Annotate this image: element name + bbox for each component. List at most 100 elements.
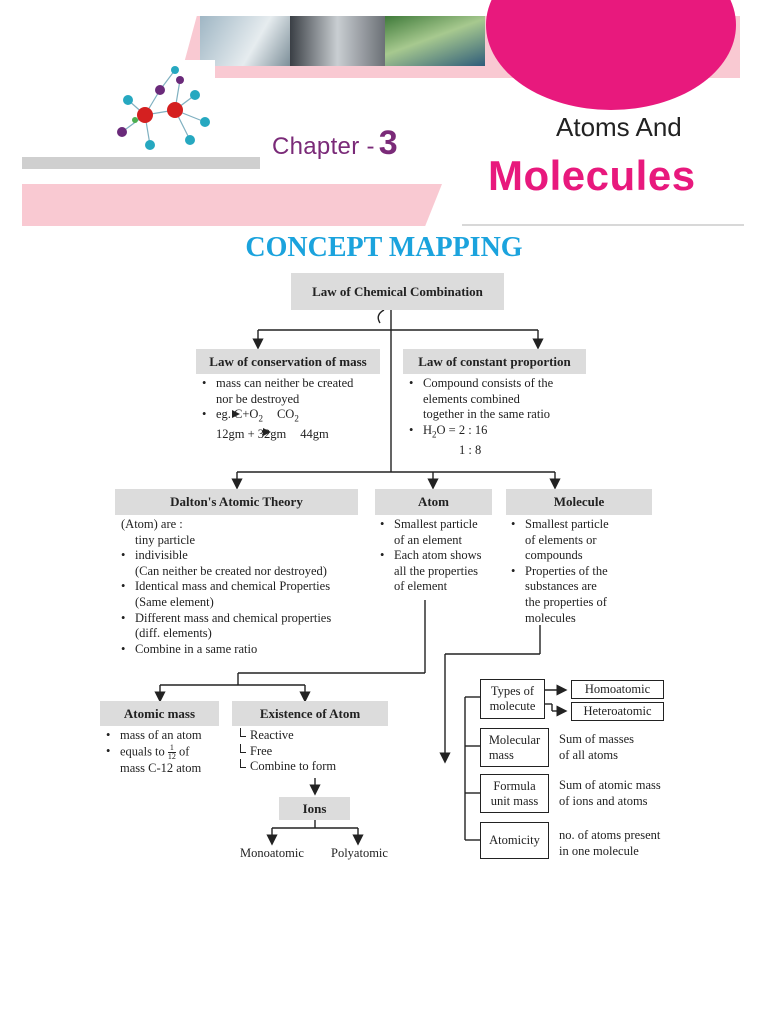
concept-mapping-title: CONCEPT MAPPING [245, 232, 523, 263]
molar-desc2: of all atoms [559, 747, 619, 762]
ions-title: Ions [302, 800, 327, 816]
existence-title: Existence of Atom [259, 705, 361, 721]
conservation-title: Law of conservation of mass [209, 353, 367, 369]
dalton-details: (Atom) are : tiny particle indivisible (… [121, 517, 371, 657]
ratio-h: H [423, 422, 433, 437]
constant-b1-line3: together in the same ratio [423, 407, 551, 422]
constant-title: Law of constant proportion [418, 353, 571, 369]
chapter-label-text: Chapter - [272, 133, 375, 160]
header-grey-bar [22, 157, 260, 169]
existence-item-2: Free [240, 743, 370, 760]
homoatomic-label: Homoatomic [584, 682, 651, 696]
atom-title: Atom [417, 494, 450, 509]
dalton-theory-box: Dalton's Atomic Theory [115, 489, 358, 515]
dalton-item-3: Different mass and chemical properties [121, 611, 371, 627]
plant-photo [385, 16, 485, 66]
constant-b1-line1: Compound consists of the [423, 376, 554, 390]
atomic-mass-point-2: equals to 112 of mass C-12 atom [106, 742, 231, 777]
fraction-denominator: 12 [167, 751, 176, 761]
conservation-b1-line2: nor be destroyed [216, 391, 300, 406]
molar-line1: Molecular [488, 732, 541, 747]
header-title-underline [462, 184, 744, 226]
molecule-box: Molecule [506, 489, 652, 515]
conservation-b1-line1: mass can neither be created [216, 376, 354, 390]
header-pink-band [22, 184, 442, 226]
atomic-mass-b2-line2: mass C-12 atom [120, 760, 202, 775]
dalton-item-1: indivisible [121, 548, 371, 564]
formula-desc1: Sum of atomic mass [559, 778, 661, 792]
fraction-numerator: 1 [167, 742, 176, 753]
ratio-h-subscript: 2 [432, 429, 437, 440]
molar-line2: mass [488, 747, 514, 762]
eg-product-subscript: 2 [294, 413, 299, 424]
atomicity-desc1: no. of atoms present [559, 828, 661, 842]
law-of-constant-proportion-box: Law of constant proportion [403, 349, 586, 374]
molecule-b2-line3: the properties of [525, 594, 607, 609]
atomic-mass-b2-prefix: equals to [120, 743, 165, 758]
atomic-mass-box: Atomic mass [100, 701, 219, 726]
eg-o-subscript: 2 [258, 413, 263, 424]
heteroatomic-box: Heteroatomic [571, 702, 664, 721]
molecule-b2-line1: Properties of the [525, 563, 608, 578]
molecule-illustration [100, 60, 215, 160]
molar-desc1: Sum of masses [559, 732, 634, 746]
atomicity-desc2: in one molecule [559, 843, 639, 858]
molecule-b1-line3: compounds [525, 548, 583, 563]
law-of-chemical-combination-box: Law of Chemical Combination [291, 273, 504, 310]
lab-photo [200, 16, 290, 66]
ions-polyatomic: Polyatomic [331, 846, 388, 860]
atom-b2-line3: of element [394, 579, 448, 594]
heteroatomic-label: Heteroatomic [583, 704, 652, 718]
atom-box: Atom [375, 489, 492, 515]
formula-line1: Formula [493, 778, 536, 793]
existence-item-1: Reactive [240, 728, 370, 744]
title-line-2: Molecules [488, 152, 696, 199]
atom-b2-line2: all the properties [394, 563, 478, 578]
dalton-item-1-note: (Can neither be created nor destroyed) [135, 563, 327, 578]
microscope-photo [290, 16, 385, 66]
constant-b1-line2: elements combined [423, 391, 520, 406]
existence-of-atom-box: Existence of Atom [232, 701, 388, 726]
dalton-item-2-note: (Same element) [135, 594, 214, 609]
root-label: Law of Chemical Combination [312, 283, 483, 299]
ratio-simplified: 1 : 8 [459, 442, 482, 457]
atomic-mass-b2-suffix: of [179, 743, 190, 758]
existence-item-3: Combine to form [240, 759, 370, 775]
eg-reactants: eg. C+O [216, 407, 259, 422]
title-line-1: Atoms And [556, 112, 682, 142]
molecule-b2-line4: molecules [525, 610, 576, 625]
molecule-title: Molecule [553, 494, 605, 509]
ratio-eq: O = 2 : 16 [436, 422, 488, 437]
types-line2: molecute [489, 699, 536, 713]
dalton-item-3-note: (diff. elements) [135, 626, 212, 641]
dalton-intro-2: tiny particle [135, 532, 196, 547]
eg-product: CO [276, 407, 295, 422]
atomic-mass-title: Atomic mass [123, 705, 196, 721]
atomicity-box: Atomicity [480, 822, 549, 859]
eg-masses-left: 12gm + 32gm [216, 427, 287, 442]
atom-b2-line1: Each atom shows [394, 548, 482, 563]
atom-b1-line2: of an element [394, 532, 463, 547]
ions-monoatomic: Monoatomic [240, 846, 304, 860]
dalton-item-2: Identical mass and chemical Properties [121, 579, 371, 595]
eg-masses-right: 44gm [300, 427, 329, 442]
atom-b1-line1: Smallest particle [394, 517, 478, 531]
constant-ratio: H2O = 2 : 16 1 : 8 [409, 423, 589, 459]
chapter-number: 3 [378, 124, 398, 162]
